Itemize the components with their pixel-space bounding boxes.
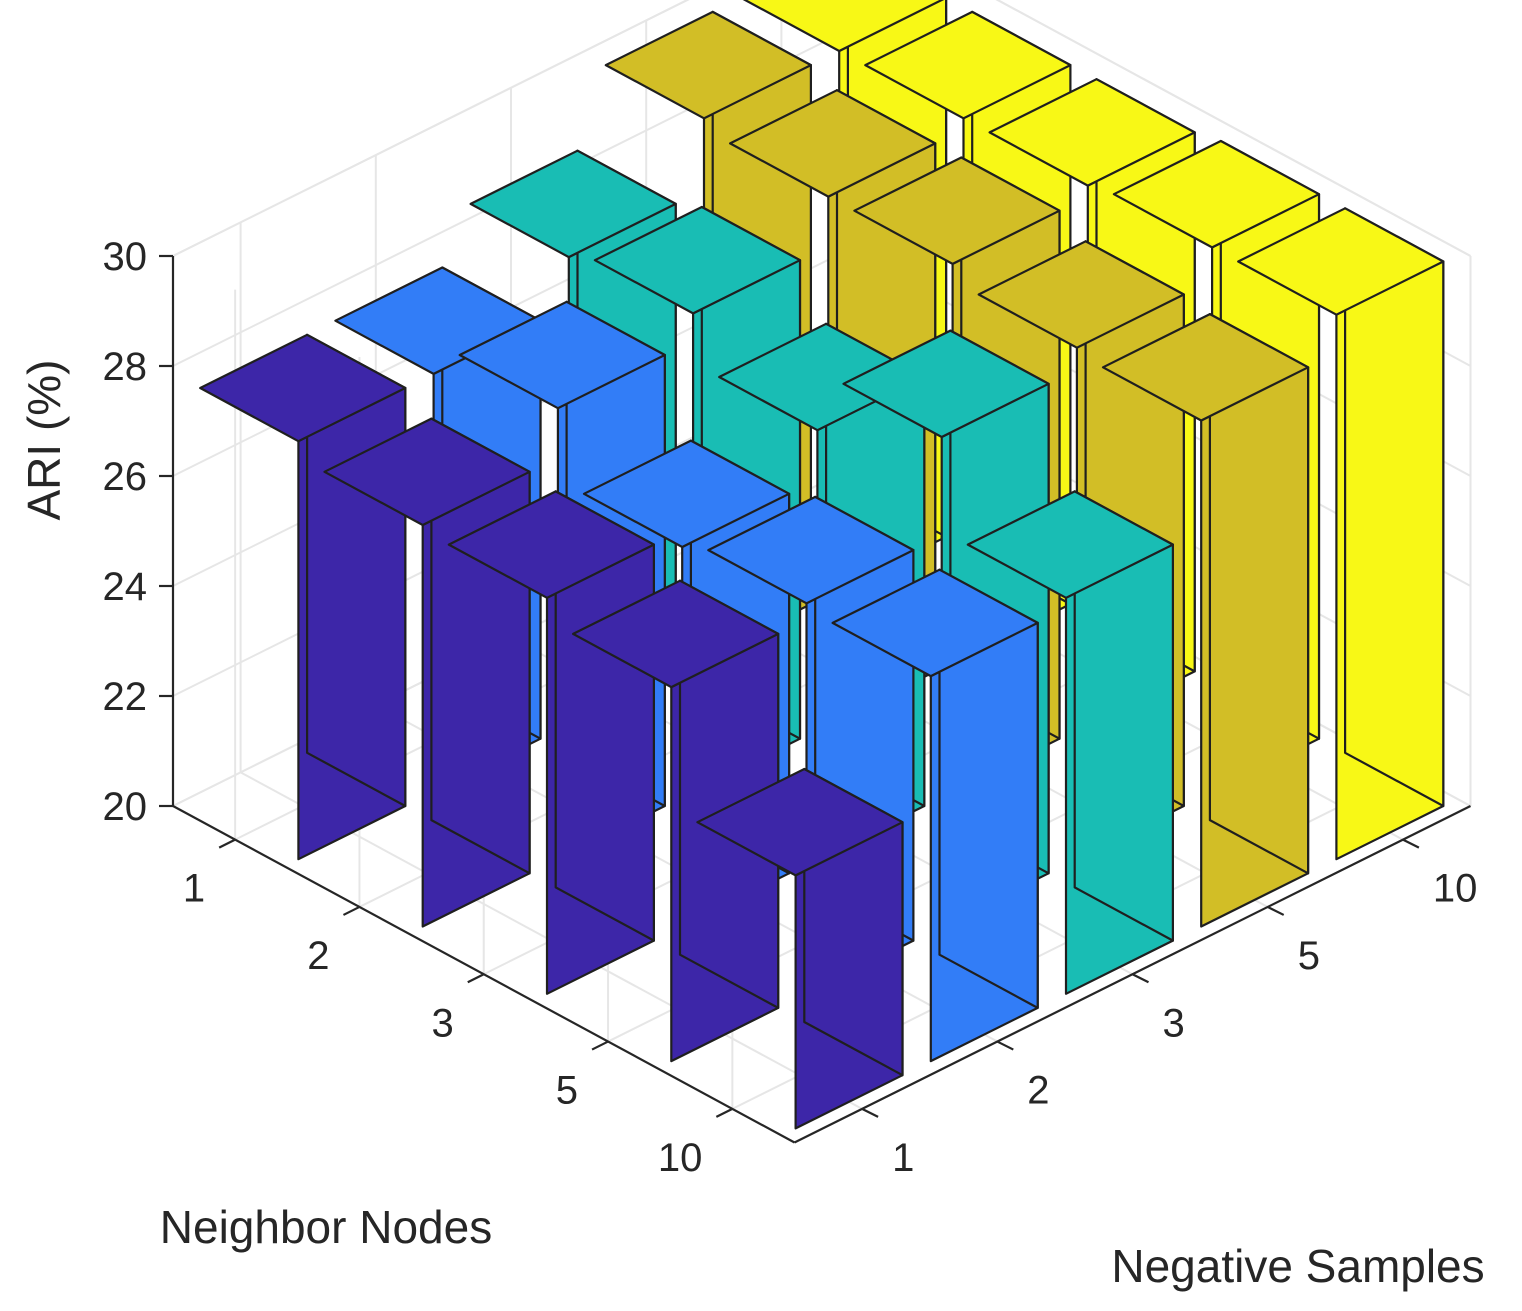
z-tick-label: 20 — [103, 785, 148, 829]
bar-nn10-ns10 — [1237, 207, 1445, 861]
bar-nn10-ns2 — [831, 568, 1039, 1063]
x-tick — [467, 973, 485, 984]
y-tick-label: 1 — [892, 1136, 914, 1180]
bar-face-top — [966, 490, 1175, 599]
bars-layer — [199, 0, 1445, 1130]
bar-face-top — [1101, 313, 1310, 422]
bar-nn10-ns5 — [1101, 313, 1310, 928]
y-tick-label: 10 — [1433, 867, 1478, 911]
y-tick — [861, 1107, 879, 1118]
z-tick-label: 26 — [103, 455, 148, 499]
bar-face-top — [696, 767, 904, 877]
x-tick — [218, 838, 236, 849]
bar-nn5-ns1 — [571, 579, 780, 1063]
bar-face-top — [728, 89, 937, 198]
grid-edge — [995, 0, 1471, 257]
bar-face-top — [604, 10, 813, 120]
bar-face-top — [571, 579, 780, 689]
y-tick-label: 3 — [1163, 1001, 1185, 1045]
y-tick — [1132, 973, 1149, 984]
bar-nn10-ns1 — [696, 767, 904, 1130]
z-tick-label: 30 — [103, 235, 148, 279]
grid-edge — [172, 0, 690, 257]
bar-face-top — [469, 149, 677, 259]
z-tick-label: 22 — [103, 675, 148, 719]
bar-face-top — [977, 240, 1185, 349]
x-tick — [591, 1040, 609, 1051]
bar-face-top — [323, 417, 531, 527]
bar-face-top — [582, 439, 791, 549]
bar-face-top — [447, 490, 656, 599]
bar-face-top — [831, 568, 1039, 678]
bar-face-top — [1112, 139, 1321, 249]
y-tick — [996, 1040, 1014, 1051]
bar-face-top — [199, 333, 407, 443]
x-tick-label: 10 — [658, 1136, 703, 1180]
bar-face-top — [593, 205, 802, 315]
bar-face-top — [864, 10, 1072, 120]
z-axis-title: ARI (%) — [18, 360, 70, 521]
y-tick — [1402, 838, 1420, 849]
z-tick-label: 28 — [103, 345, 148, 389]
y-axis-title: Negative Samples — [1111, 1240, 1484, 1292]
bar-face-top — [458, 300, 666, 410]
bar-face-top — [988, 78, 1196, 187]
y-tick-label: 5 — [1298, 934, 1320, 978]
bar-nn1-ns1 — [199, 333, 407, 861]
bar-face-top — [1237, 207, 1445, 316]
bar-face-top — [842, 329, 1050, 439]
x-tick-label: 5 — [556, 1069, 578, 1113]
x-tick-label: 1 — [183, 867, 205, 911]
x-tick — [342, 905, 360, 916]
y-tick — [1267, 905, 1285, 916]
bar-face-top — [707, 495, 915, 605]
x-tick-label: 3 — [432, 1001, 454, 1045]
x-tick — [715, 1107, 733, 1118]
bar-face-top — [853, 156, 1061, 265]
axes-layer: 20 22 24 26 28 30 1 2 3 5 10 1 2 3 5 10 — [103, 235, 1478, 1180]
x-axis-title: Neighbor Nodes — [160, 1201, 492, 1253]
bar-nn10-ns3 — [966, 490, 1175, 995]
bar-face-top — [742, 0, 945, 53]
z-tick-label: 24 — [103, 565, 148, 609]
x-tick-label: 2 — [307, 934, 329, 978]
y-tick-label: 2 — [1027, 1069, 1049, 1113]
